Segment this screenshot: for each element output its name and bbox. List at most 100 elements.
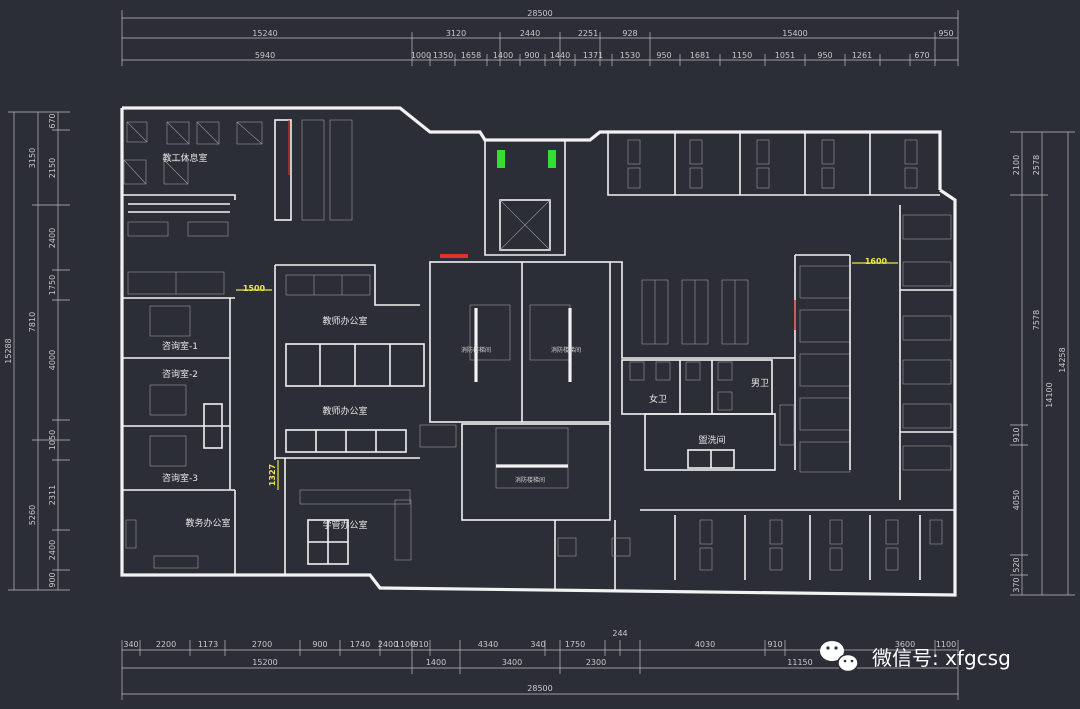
teacher-office-1-label: 教师办公室 — [322, 315, 367, 327]
top-overall-dim: 28500 — [527, 9, 552, 18]
left-dim-row2: 670 2150 2400 1750 4000 1050 2311 2400 9… — [48, 113, 57, 587]
teacher-office-upper — [274, 264, 425, 460]
mens-restroom-label: 男卫 — [751, 378, 769, 389]
bottom-dim-label: 1100 — [395, 640, 415, 649]
bottom-dim-label: 4030 — [695, 640, 715, 649]
right-dim-label: 370 — [1012, 577, 1021, 592]
left-dim-label: 1750 — [48, 275, 57, 295]
right-dim-label: 14100 — [1045, 382, 1054, 407]
left-dim-label: 900 — [48, 572, 57, 587]
top-dim-label: 950 — [938, 29, 953, 38]
left-dim-label: 2400 — [48, 540, 57, 560]
left-dimension-lines — [8, 111, 70, 591]
top-dim-label: 3120 — [446, 29, 466, 38]
bottom-dim-label: 910 — [767, 640, 782, 649]
top-dim-label: 15400 — [782, 29, 807, 38]
bottom-dim-label: 2200 — [156, 640, 176, 649]
top-dim-label: 1371 — [583, 51, 603, 60]
top-dim-label: 900 — [524, 51, 539, 60]
bottom-right-workstations — [640, 509, 955, 580]
bottom-overall-dim: 28500 — [527, 684, 552, 693]
bottom-dim-label: 3600 — [895, 640, 915, 649]
top-dim-label: 928 — [622, 29, 637, 38]
bottom-dim-label: 3400 — [502, 658, 522, 667]
right-dim-row1: 2578 7578 — [1032, 155, 1041, 330]
bottom-dim-label: 1750 — [565, 640, 585, 649]
top-dim-label: 5940 — [255, 51, 275, 60]
bottom-dim-label: 1100 — [936, 640, 956, 649]
top-dimension-lines — [121, 10, 959, 66]
admin-office-label: 教务办公室 — [185, 517, 230, 529]
bottom-dim-label: 2700 — [252, 640, 272, 649]
top-dim-label: 1400 — [493, 51, 513, 60]
tea-room-label: 教工休息室 — [162, 152, 207, 164]
top-dim-label: 1261 — [852, 51, 872, 60]
admin-office — [125, 490, 236, 575]
stair-hall — [429, 261, 611, 423]
top-dim-label: 1051 — [775, 51, 795, 60]
desk-row-left — [122, 271, 235, 299]
bottom-dim-label: 2400 — [378, 640, 398, 649]
door-width-lower-left: 1327 — [268, 460, 279, 490]
top-dim-row1: 15240 3120 2440 2251 928 15400 950 — [252, 29, 953, 38]
right-dimension-lines — [1010, 131, 1075, 596]
stair-2-label: 消防楼梯间 — [551, 346, 581, 354]
bottom-dim-label: 900 — [312, 640, 327, 649]
bottom-dim-label: 1173 — [198, 640, 218, 649]
bottom-dim-label: 1740 — [350, 640, 370, 649]
bottom-dim-label: 4340 — [478, 640, 498, 649]
consult-rooms — [122, 298, 235, 491]
top-dim-label: 2440 — [520, 29, 540, 38]
top-dim-label: 1530 — [620, 51, 640, 60]
top-dim-label: 15240 — [252, 29, 277, 38]
right-dim-row2: 2100 910 4050 520 370 — [1012, 155, 1021, 593]
top-dim-label: 1150 — [732, 51, 752, 60]
elevator-core — [440, 140, 566, 258]
bottom-dim-row1: 340 2200 1173 2700 900 1740 2400 1100 91… — [123, 629, 956, 649]
womens-restroom-label: 女卫 — [649, 393, 667, 405]
stair-3-label: 消防楼梯间 — [515, 476, 545, 484]
lobby-lower — [554, 520, 631, 590]
left-dim-label: 2150 — [48, 158, 57, 178]
stair-lower — [419, 423, 611, 521]
right-window-desks — [899, 205, 955, 500]
top-right-workstations — [607, 132, 940, 196]
watermark-text: 微信号: xfgcsg — [872, 646, 1011, 670]
top-dim-label: 1440 — [550, 51, 570, 60]
consult-room-3-label: 咨询室-3 — [162, 472, 198, 484]
right-workstation-column — [799, 255, 851, 473]
top-dim-label: 1658 — [461, 51, 481, 60]
right-overall-dim: 14258 — [1058, 347, 1067, 372]
left-dim-label: 1050 — [48, 430, 57, 450]
right-dim-label: 2100 — [1012, 155, 1021, 175]
bottom-dim-label: 15200 — [252, 658, 277, 667]
bottom-dim-label: 910 — [413, 640, 428, 649]
bottom-dim-label: 340 — [123, 640, 138, 649]
left-dim-label: 5260 — [28, 505, 37, 525]
student-office-label: 学管办公室 — [322, 519, 367, 531]
top-dim-label: 950 — [656, 51, 671, 60]
top-dim-label: 2251 — [578, 29, 598, 38]
left-dim-label: 2400 — [48, 228, 57, 248]
left-dim-label: 4000 — [48, 350, 57, 370]
right-dim-label: 910 — [1012, 427, 1021, 442]
left-dim-row1: 3150 7810 5260 — [28, 148, 37, 525]
teacher-office-lower — [275, 429, 420, 459]
consult-room-2-label: 咨询室-2 — [162, 368, 198, 380]
wechat-icon — [820, 641, 859, 673]
left-dim-label: 7810 — [28, 312, 37, 332]
left-dim-label: 670 — [48, 113, 57, 128]
washroom-label: 盥洗间 — [698, 434, 725, 446]
student-office — [284, 458, 412, 575]
open-office-middle — [610, 254, 850, 470]
bottom-dim-row2: 15200 1400 3400 2300 11150 — [252, 658, 812, 667]
door-width-right-corridor: 1600 — [852, 257, 898, 266]
right-dim-label: 2578 — [1032, 155, 1041, 175]
door-width-label: 1500 — [243, 284, 266, 293]
top-dim-label: 950 — [817, 51, 832, 60]
door-width-label: 1600 — [865, 257, 888, 266]
bottom-dim-label: 2300 — [586, 658, 606, 667]
consult-room-1-label: 咨询室-1 — [162, 340, 198, 352]
right-dim-label: 520 — [1012, 557, 1021, 572]
